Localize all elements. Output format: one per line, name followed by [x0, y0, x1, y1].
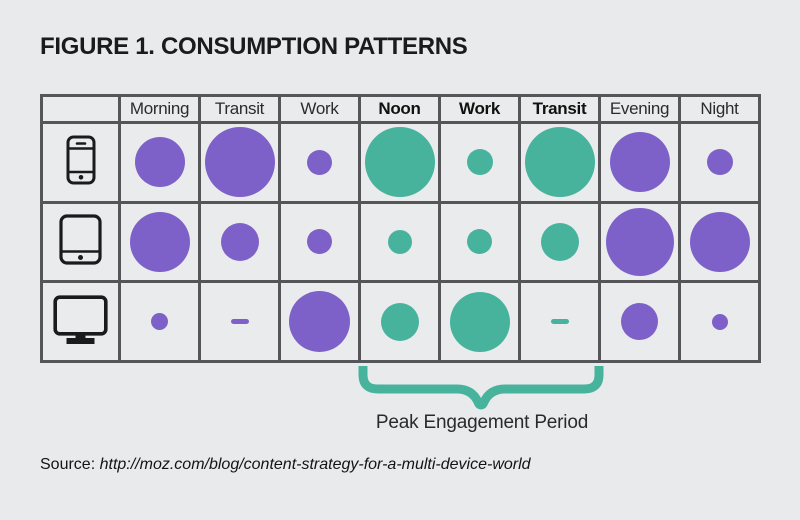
smartphone-cell	[43, 124, 118, 201]
tablet-slot-0	[121, 203, 198, 281]
peak-period-label: Peak Engagement Period	[375, 412, 589, 433]
bubble-desktop-morning	[151, 313, 168, 331]
smartphone-slot-1	[201, 124, 278, 201]
tablet-slot-7	[681, 203, 758, 281]
desktop-slot-0	[121, 283, 198, 360]
column-header-work-4: Work	[441, 97, 518, 121]
bubble-tablet-transit	[540, 222, 579, 261]
bubble-tablet-noon	[387, 229, 412, 254]
smartphone-slot-7	[681, 124, 758, 201]
bubble-smartphone-work	[466, 149, 493, 176]
desktop-icon	[53, 295, 108, 349]
source-label: Source:	[40, 456, 96, 473]
tablet-slot-6	[601, 203, 678, 281]
tablet-slot-1	[201, 203, 278, 281]
column-header-transit-5: Transit	[521, 97, 598, 121]
bubble-tablet-night	[689, 211, 750, 272]
bubble-desktop-work	[449, 291, 510, 352]
bubble-smartphone-noon	[364, 127, 435, 198]
bubble-smartphone-morning	[134, 137, 185, 188]
bubble-smartphone-night	[706, 149, 733, 176]
bubble-smartphone-transit	[524, 127, 595, 198]
smartphone-slot-2	[281, 124, 358, 201]
smartphone-slot-6	[601, 124, 678, 201]
corner-cell	[43, 97, 118, 121]
desktop-slot-5	[521, 283, 598, 360]
smartphone-slot-3	[361, 124, 438, 201]
tablet-cell	[43, 203, 118, 281]
bubble-smartphone-work	[307, 149, 332, 175]
bubble-desktop-noon	[380, 302, 419, 341]
dash-desktop-transit	[550, 319, 569, 325]
tablet-slot-3	[361, 203, 438, 281]
bubble-desktop-night	[711, 313, 728, 330]
bubble-tablet-work	[307, 229, 332, 255]
bubble-desktop-evening	[621, 303, 658, 341]
peak-period-brace	[358, 366, 604, 410]
desktop-slot-3	[361, 283, 438, 360]
dash-desktop-transit	[230, 319, 249, 325]
column-header-morning-0: Morning	[121, 97, 198, 121]
column-header-work-2: Work	[281, 97, 358, 121]
desktop-cell	[43, 283, 118, 360]
bubble-smartphone-evening	[609, 132, 670, 193]
bubble-tablet-transit	[220, 222, 259, 261]
bubble-smartphone-transit	[204, 127, 275, 198]
column-header-night-7: Night	[681, 97, 758, 121]
tablet-slot-4	[441, 203, 518, 281]
desktop-slot-7	[681, 283, 758, 360]
desktop-slot-2	[281, 283, 358, 360]
smartphone-icon	[66, 135, 96, 190]
figure-title: FIGURE 1. CONSUMPTION PATTERNS	[40, 33, 468, 60]
desktop-slot-1	[201, 283, 278, 360]
smartphone-slot-4	[441, 124, 518, 201]
smartphone-slot-5	[521, 124, 598, 201]
desktop-slot-6	[601, 283, 678, 360]
tablet-icon	[59, 214, 102, 270]
tablet-slot-2	[281, 203, 358, 281]
source-line: Source: http://moz.com/blog/content-stra…	[40, 456, 531, 474]
column-header-noon-3: Noon	[361, 97, 438, 121]
column-header-evening-6: Evening	[601, 97, 678, 121]
desktop-slot-4	[441, 283, 518, 360]
bubble-tablet-work	[467, 229, 492, 255]
source-url: http://moz.com/blog/content-strategy-for…	[99, 456, 531, 473]
bubble-desktop-work	[289, 291, 350, 353]
bubble-tablet-morning	[129, 211, 190, 272]
column-header-transit-1: Transit	[201, 97, 278, 121]
smartphone-slot-0	[121, 124, 198, 201]
tablet-slot-5	[521, 203, 598, 281]
bubble-tablet-evening	[605, 207, 674, 276]
